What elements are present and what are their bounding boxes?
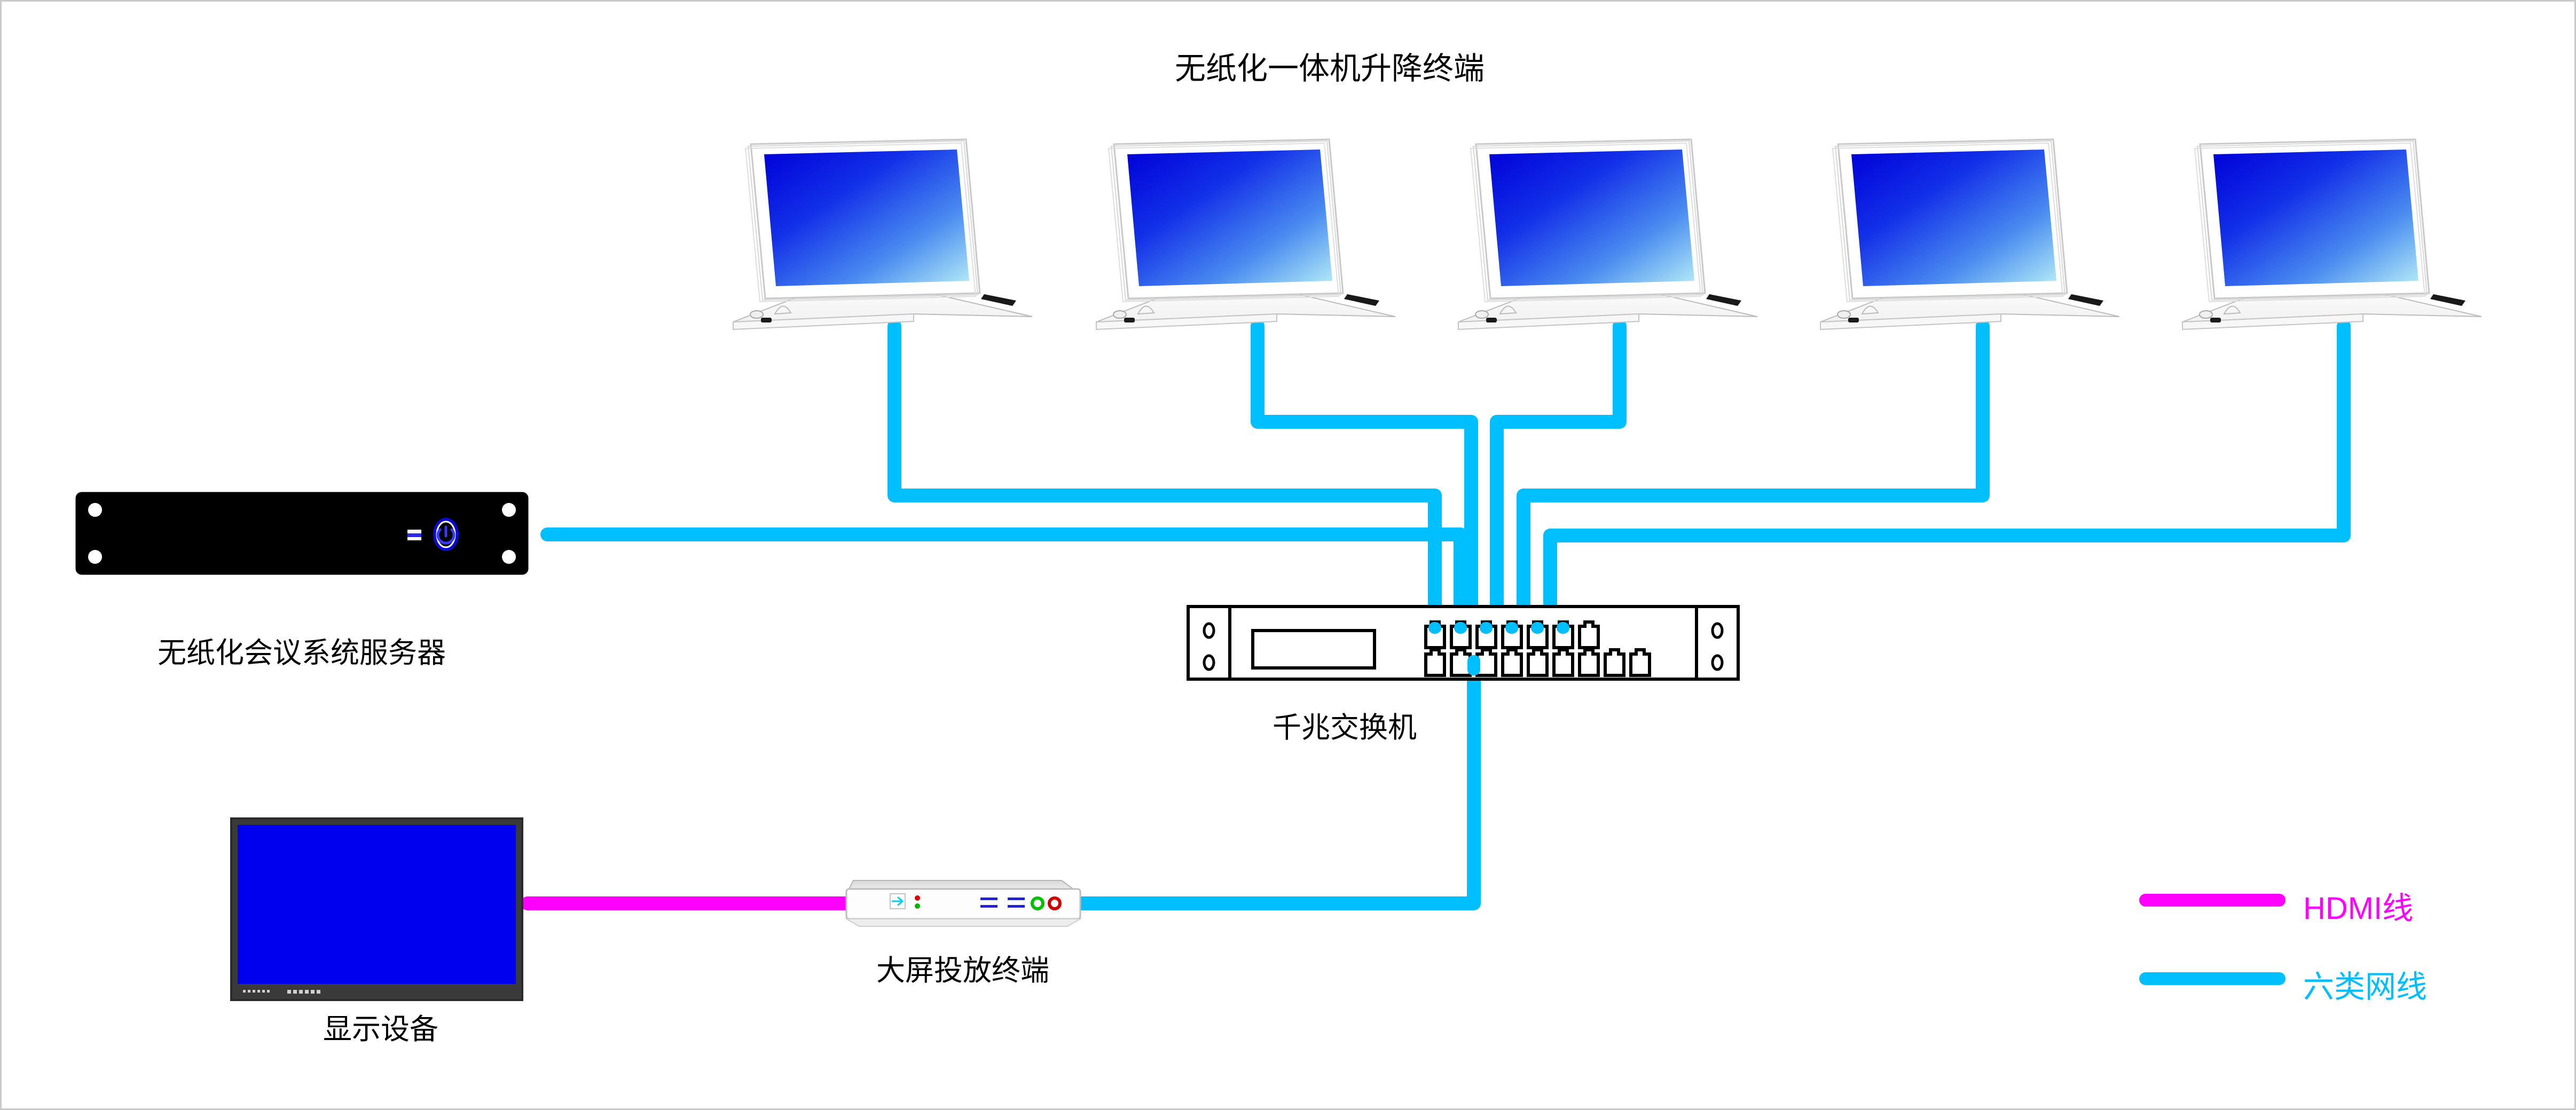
terminals-title: 无纸化一体机升降终端 xyxy=(1174,51,1485,86)
legend-swatches xyxy=(2139,894,2286,985)
rj45-port-b8 xyxy=(1604,648,1625,677)
terminal-screen-panel xyxy=(2194,138,2430,303)
terminal-1[interactable] xyxy=(733,138,1033,330)
arrow-icon xyxy=(891,896,904,906)
stb-label: 大屏投放终端 xyxy=(876,955,1049,987)
terminal-screen-panel xyxy=(1108,138,1344,303)
blue-dash-1b xyxy=(980,905,998,908)
rj45-port-b5 xyxy=(1527,648,1549,677)
display-device[interactable] xyxy=(230,817,523,1001)
stb-front-face xyxy=(845,888,1081,920)
cable-terminal-5 xyxy=(1543,319,2351,623)
cable-terminal-3 xyxy=(1490,319,1627,623)
blue-dash-2b xyxy=(1008,905,1025,908)
cable-stb xyxy=(1073,672,1481,910)
switch-device[interactable] xyxy=(1187,605,1740,681)
display-indicator-dots xyxy=(243,990,320,994)
terminal-screen-panel xyxy=(1832,138,2068,303)
switch-cable-tips xyxy=(1428,622,1569,675)
rj45-port-b6 xyxy=(1552,648,1574,677)
stb-indicators xyxy=(890,893,1062,910)
rj45-port-t7 xyxy=(1578,620,1600,649)
server-screw-br xyxy=(502,550,516,564)
switch-screw-right-top xyxy=(1711,622,1724,639)
rj45-port-b4 xyxy=(1501,648,1523,677)
red-led xyxy=(915,895,920,901)
display-label: 显示设备 xyxy=(323,1013,438,1045)
rj45-port-b2 xyxy=(1450,648,1472,677)
server-screw-bl xyxy=(88,550,102,564)
display-screen xyxy=(238,825,516,984)
stb-device[interactable] xyxy=(844,880,1082,927)
blue-dash-1a xyxy=(980,898,998,900)
server-led-indicator xyxy=(407,530,421,540)
server-power-button[interactable] xyxy=(433,518,459,551)
red-ring xyxy=(1048,896,1062,910)
network-cables xyxy=(540,319,2351,910)
server-label: 无纸化会议系统服务器 xyxy=(158,637,446,669)
rj45-port-b1 xyxy=(1424,648,1446,677)
blue-dash-2a xyxy=(1008,898,1025,900)
switch-screw-right-bottom xyxy=(1711,654,1724,671)
switch-port-row-bottom[interactable] xyxy=(1424,648,1651,677)
rj45-port-b7 xyxy=(1578,648,1600,677)
legend-label-hdmi: HDMI线 xyxy=(2303,891,2414,926)
switch-display-panel xyxy=(1251,629,1376,670)
terminal-screen-panel xyxy=(1470,138,1706,303)
server-device[interactable] xyxy=(75,492,529,575)
cable-terminal-4 xyxy=(1517,319,1990,623)
server-screw-tl xyxy=(88,503,102,517)
switch-screw-left-top xyxy=(1203,622,1215,639)
rj45-port-b3 xyxy=(1475,648,1497,677)
switch-screw-left-bottom xyxy=(1203,654,1215,671)
cable-server xyxy=(540,528,1467,623)
stb-bottom-shadow xyxy=(844,918,1082,927)
cable-terminal-1 xyxy=(888,319,1442,623)
stb-arrow-icon-box xyxy=(890,893,906,909)
terminal-5[interactable] xyxy=(2182,138,2482,330)
legend-label-network: 六类网线 xyxy=(2303,970,2428,1004)
terminal-3[interactable] xyxy=(1458,138,1758,330)
cable-terminal-2 xyxy=(1251,319,1478,623)
green-ring xyxy=(1031,896,1044,910)
terminal-2[interactable] xyxy=(1096,138,1396,330)
rj45-port-b9 xyxy=(1629,648,1651,677)
green-led xyxy=(915,903,920,909)
server-screw-tr xyxy=(502,503,516,517)
switch-label: 千兆交换机 xyxy=(1273,712,1417,744)
terminal-4[interactable] xyxy=(1820,138,2120,330)
terminal-screen-panel xyxy=(744,138,981,303)
